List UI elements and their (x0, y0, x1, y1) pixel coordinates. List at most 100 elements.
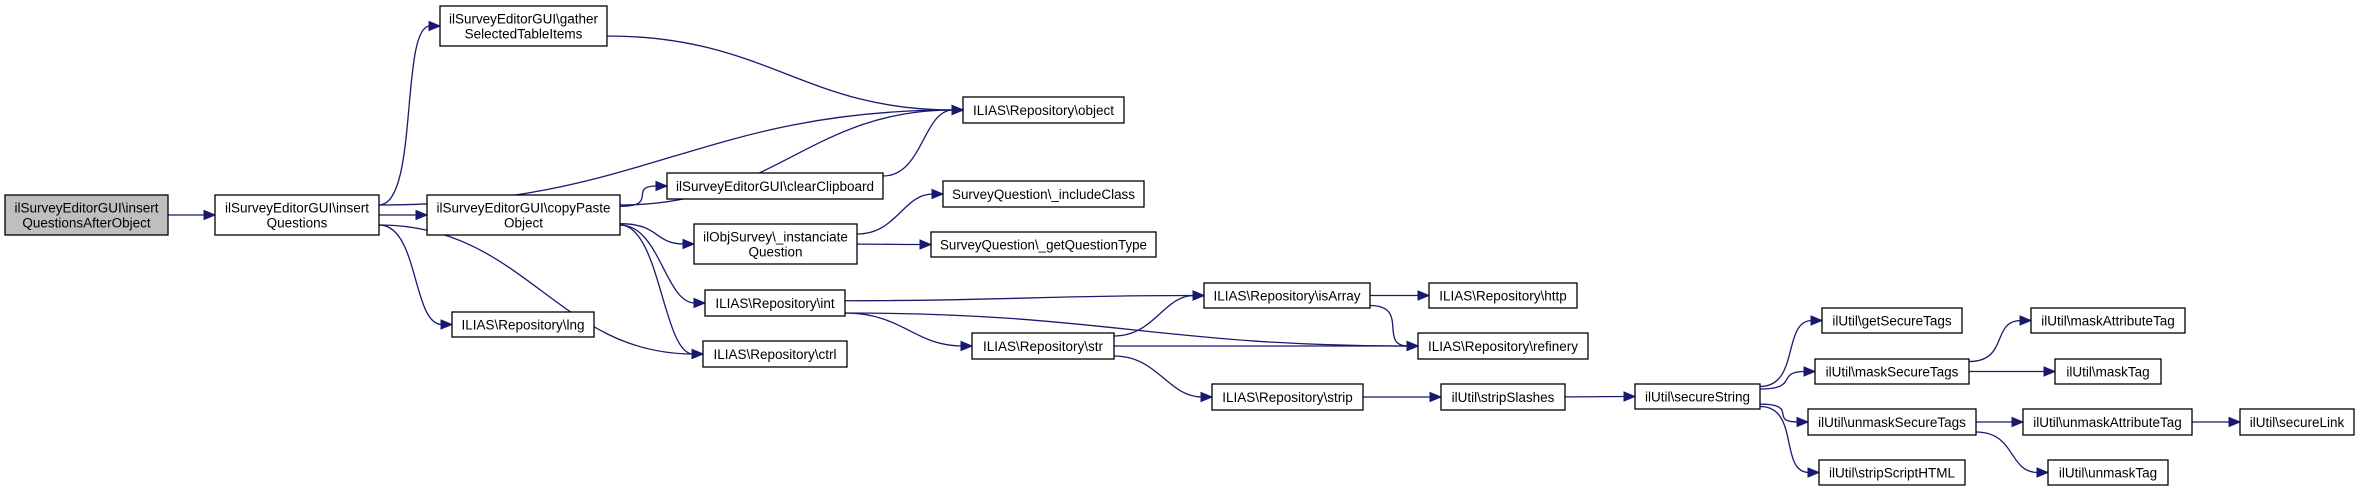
node-label: SelectedTableItems (465, 27, 583, 42)
arrowhead-icon (931, 188, 945, 200)
edge-insert-questions-to-lng (378, 224, 454, 330)
node-box[interactable] (702, 340, 848, 368)
node-box[interactable] (2054, 358, 2162, 385)
node-box[interactable] (1440, 383, 1566, 411)
edge-line (1968, 319, 2022, 363)
edge-line (1113, 294, 1195, 337)
node-box[interactable] (693, 223, 858, 265)
edge-line (619, 224, 696, 304)
node-box[interactable] (1634, 383, 1761, 410)
arrowhead-icon (428, 20, 442, 32)
edge-line (1759, 319, 1813, 388)
node-get-secure-tags[interactable]: ilUtil\getSecureTags (1821, 307, 1963, 334)
edge-line (619, 224, 694, 355)
node-label: ILIAS\Repository\str (983, 339, 1104, 354)
node-box[interactable] (930, 231, 1157, 258)
node-strip[interactable]: ILIAS\Repository\strip (1211, 383, 1364, 411)
edge-gather-to-object (606, 35, 965, 116)
node-mask-secure-tags[interactable]: ilUtil\maskSecureTags (1814, 358, 1970, 385)
node-refinery[interactable]: ILIAS\Repository\refinery (1417, 332, 1589, 360)
node-label: ILIAS\Repository\http (1439, 289, 1567, 304)
node-strip-slashes[interactable]: ilUtil\stripSlashes (1440, 383, 1566, 411)
arrowhead-icon (1200, 391, 1214, 403)
node-gather[interactable]: ilSurveyEditorGUI\gatherSelectedTableIte… (439, 5, 608, 47)
node-box[interactable] (1807, 408, 1977, 436)
node-unmask-secure-tags[interactable]: ilUtil\unmaskSecureTags (1807, 408, 1977, 436)
arrowhead-icon (919, 239, 933, 250)
node-mask-tag[interactable]: ilUtil\maskTag (2054, 358, 2162, 385)
node-box[interactable] (2047, 459, 2169, 486)
node-mask-attribute-tag[interactable]: ilUtil\maskAttributeTag (2030, 307, 2186, 334)
node-ctrl[interactable]: ILIAS\Repository\ctrl (702, 340, 848, 368)
node-clear-clipboard[interactable]: ilSurveyEditorGUI\clearClipboard (666, 172, 884, 200)
node-box[interactable] (1818, 459, 1966, 486)
node-unmask-attribute-tag[interactable]: ilUtil\unmaskAttributeTag (2022, 408, 2193, 436)
node-box[interactable] (2030, 307, 2186, 334)
edge-line (619, 109, 954, 206)
node-get-question-type[interactable]: SurveyQuestion\_getQuestionType (930, 231, 1157, 258)
edge-secure-string-to-strip-script-html (1759, 405, 1821, 478)
node-box[interactable] (666, 172, 884, 200)
node-box[interactable] (426, 194, 621, 236)
node-box[interactable] (1417, 332, 1589, 360)
arrowhead-icon (2036, 467, 2050, 478)
node-secure-link[interactable]: ilUtil\secureLink (2239, 408, 2355, 436)
edge-copy-paste-to-int (619, 224, 707, 309)
edge-int-to-refinery (844, 312, 1420, 352)
node-box[interactable] (1211, 383, 1364, 411)
node-box[interactable] (1821, 307, 1963, 334)
edge-mask-secure-tags-to-mask-tag (1969, 366, 2057, 377)
edge-line (844, 312, 963, 347)
node-box[interactable] (2022, 408, 2193, 436)
node-box[interactable] (2239, 408, 2355, 436)
node-label: ilSurveyEditorGUI\gather (449, 12, 599, 27)
edge-copy-paste-to-instanciate (619, 223, 696, 250)
node-http[interactable]: ILIAS\Repository\http (1428, 282, 1578, 309)
node-unmask-tag[interactable]: ilUtil\unmaskTag (2047, 459, 2169, 486)
arrowhead-icon (951, 104, 965, 116)
node-int[interactable]: ILIAS\Repository\int (704, 289, 846, 317)
arrowhead-icon (691, 348, 705, 360)
node-box[interactable] (1203, 282, 1371, 309)
node-label: ILIAS\Repository\isArray (1213, 289, 1360, 304)
arrowhead-icon (2043, 366, 2057, 377)
node-object[interactable]: ILIAS\Repository\object (962, 96, 1125, 124)
node-str[interactable]: ILIAS\Repository\str (971, 332, 1115, 360)
node-label: SurveyQuestion\_getQuestionType (940, 238, 1147, 253)
node-box[interactable] (1428, 282, 1578, 309)
arrowhead-icon (2228, 416, 2242, 428)
node-secure-string[interactable]: ilUtil\secureString (1634, 383, 1761, 410)
edge-line (1759, 403, 1799, 423)
edge-insert-questions-to-copy-paste (379, 209, 429, 221)
node-box[interactable] (942, 180, 1145, 208)
node-box[interactable] (4, 194, 169, 236)
node-strip-script-html[interactable]: ilUtil\stripScriptHTML (1818, 459, 1966, 486)
node-box[interactable] (439, 5, 608, 47)
node-box[interactable] (962, 96, 1125, 124)
node-box[interactable] (451, 311, 595, 338)
node-box[interactable] (971, 332, 1115, 360)
node-lng[interactable]: ILIAS\Repository\lng (451, 311, 595, 338)
node-include-class[interactable]: SurveyQuestion\_includeClass (942, 180, 1145, 208)
arrowhead-icon (1807, 467, 1821, 478)
node-box[interactable] (704, 289, 846, 317)
arrowhead-icon (415, 209, 429, 221)
arrowhead-icon (1417, 290, 1431, 301)
edge-clear-clipboard-to-object (882, 104, 965, 177)
node-box[interactable] (1814, 358, 1970, 385)
arrowhead-icon (1406, 340, 1420, 352)
node-is-array[interactable]: ILIAS\Repository\isArray (1203, 282, 1371, 309)
node-label: ilObjSurvey\_instanciate (703, 230, 848, 245)
node-label: ilUtil\secureString (1645, 390, 1750, 405)
node-box[interactable] (214, 194, 380, 236)
edge-is-array-to-http (1370, 290, 1431, 301)
edge-instanciate-to-get-question-type (856, 239, 933, 250)
edge-line (1975, 431, 2039, 474)
edge-strip-slashes-to-secure-string (1564, 391, 1637, 402)
arrowhead-icon (2011, 416, 2025, 428)
node-main[interactable]: ilSurveyEditorGUI\insertQuestionsAfterOb… (4, 194, 169, 236)
